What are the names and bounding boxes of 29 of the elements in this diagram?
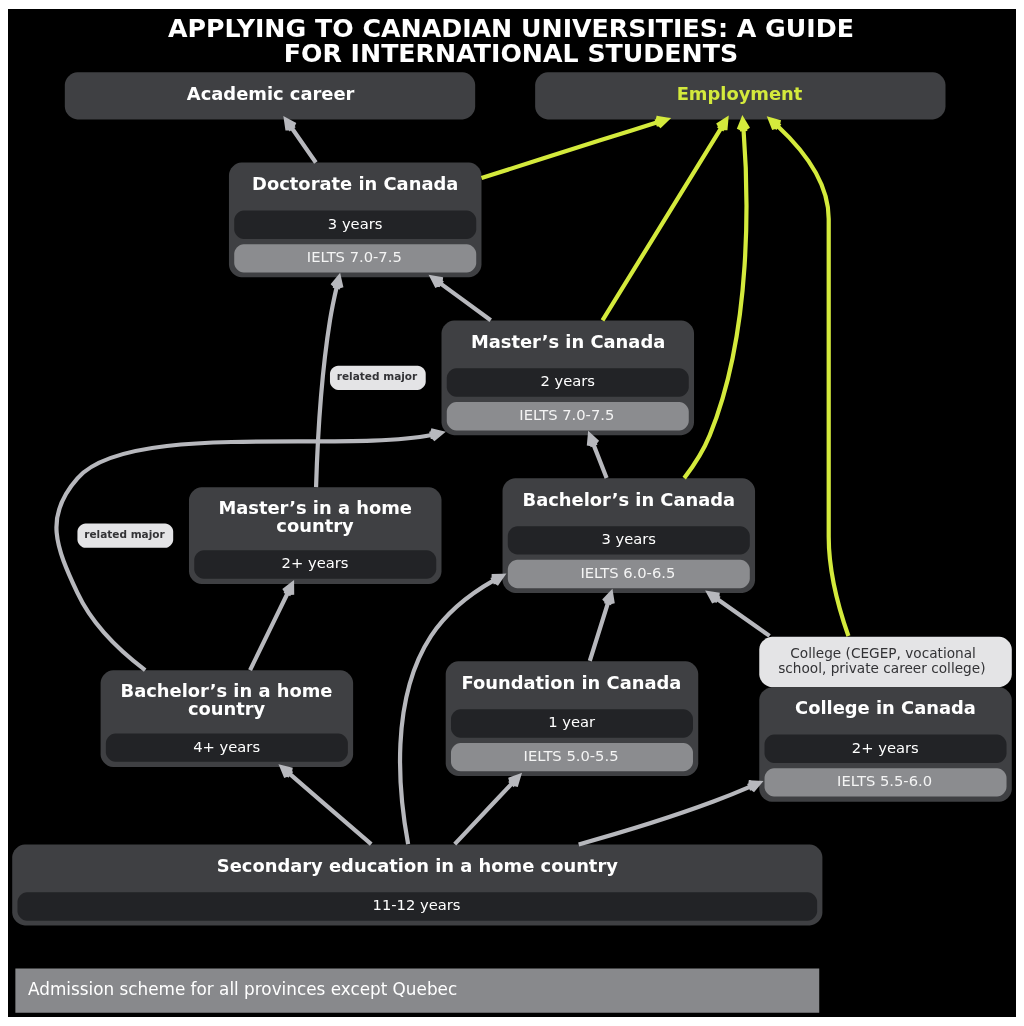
arrow — [768, 117, 851, 637]
arrow — [453, 774, 521, 846]
arrow — [430, 275, 492, 322]
arrow — [586, 432, 609, 479]
node-box: Master’s in Canada 2 years IELTS 7.0-7.5 — [441, 320, 695, 436]
node-label: College (CEGEP, vocational school, private career college) — [778, 645, 986, 676]
node-box: Secondary education in a home country 11-12 years — [12, 844, 823, 926]
arrow — [279, 765, 373, 846]
node-box: Academic career — [64, 72, 476, 120]
label: Admission scheme for all provinces except Quebec — [27, 978, 458, 999]
node-box: Doctorate in Canada 3 years IELTS 7.0-7.5 — [228, 162, 482, 278]
arrow — [283, 117, 318, 164]
edge-label: related major — [336, 369, 418, 382]
arrow — [587, 590, 615, 662]
arrow — [706, 591, 771, 638]
node-box: Bachelor’s in a home country 4+ years — [100, 670, 354, 768]
arrow — [54, 428, 444, 672]
arrow — [313, 275, 344, 488]
arrow — [480, 115, 670, 181]
arrow — [578, 780, 762, 847]
arrow — [248, 582, 295, 672]
arrow — [682, 117, 751, 480]
diagram-title: APPLYING TO CANADIAN UNIVERSITIES: A GUIDE FOR INTERNATIONAL STUDENTS — [167, 13, 854, 68]
edge-label: related major — [84, 527, 165, 540]
node-box: Foundation in Canada 1 year IELTS 5.0-5.5 — [445, 661, 699, 777]
node-box: Employment — [535, 72, 946, 120]
node-box: Master’s in a home country 2+ years — [189, 487, 442, 584]
arrow — [600, 117, 729, 322]
node-box: Bachelor’s in Canada 3 years IELTS 6.0-6.5 — [502, 478, 756, 593]
